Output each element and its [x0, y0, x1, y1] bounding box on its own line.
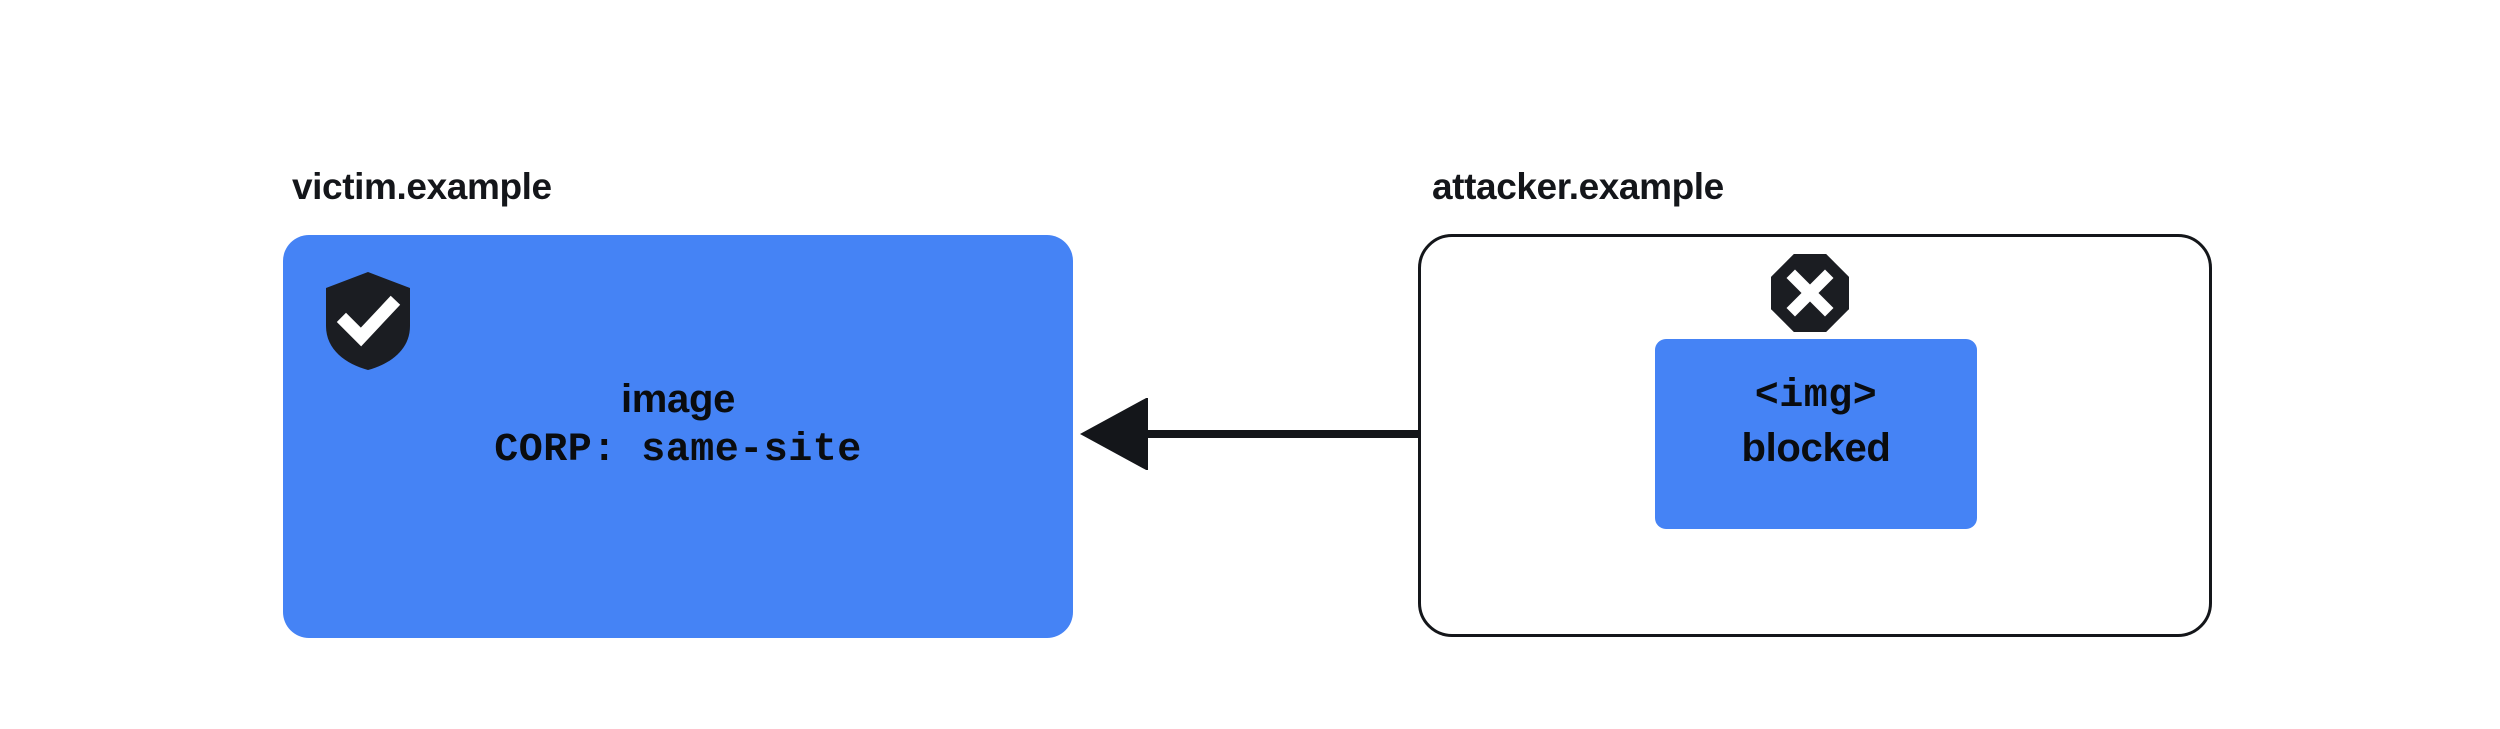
victim-origin-label: victim.example [292, 166, 552, 207]
blocked-img-text: <img> blocked [1655, 373, 1977, 472]
victim-origin-panel [283, 235, 1073, 638]
blocked-octagon-x-icon [1771, 254, 1849, 332]
img-element-tag: <img> [1754, 374, 1878, 419]
victim-corp-header: CORP: same-site [494, 428, 862, 474]
victim-resource-text: image CORP: same-site [283, 376, 1073, 475]
victim-resource-name: image [620, 377, 736, 421]
blocked-img-element-box: <img> blocked [1655, 339, 1977, 529]
attacker-origin-label: attacker.example [1432, 166, 1724, 207]
img-block-status: blocked [1741, 426, 1891, 470]
shield-check-icon [326, 272, 410, 370]
